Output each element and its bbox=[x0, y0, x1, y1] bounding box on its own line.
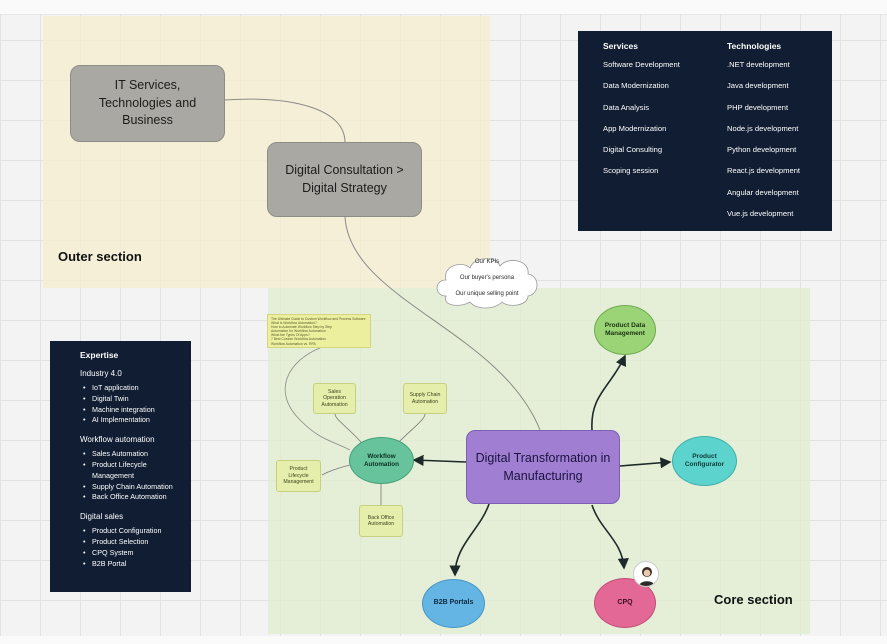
expertise-group-title: Workflow automation bbox=[80, 435, 155, 445]
services-panel[interactable]: Services Software Development Data Moder… bbox=[578, 31, 832, 231]
document-note-line: What Are Types Of Apps? bbox=[271, 333, 310, 338]
technologies-item: Angular development bbox=[727, 187, 799, 197]
expertise-item: Digital Twin bbox=[83, 394, 181, 405]
technologies-item: .NET development bbox=[727, 60, 790, 69]
supply-chain-note[interactable]: Supply Chain Automation bbox=[403, 383, 447, 414]
expertise-group-title: Digital sales bbox=[80, 512, 124, 522]
product-lifecycle-note[interactable]: Product Lifecycle Management bbox=[276, 460, 321, 492]
document-note[interactable]: The Ultimate Guide to Custom Workflow an… bbox=[267, 314, 371, 348]
expertise-title: Expertise bbox=[80, 350, 119, 360]
expertise-group-list: IoT application Digital Twin Machine int… bbox=[80, 383, 181, 426]
expertise-group-title: Industry 4.0 bbox=[80, 369, 122, 378]
expertise-panel[interactable]: Expertise Industry 4.0 IoT application D… bbox=[50, 341, 191, 592]
it-services-box[interactable]: IT Services, Technologies and Business bbox=[70, 65, 225, 142]
technologies-item: PHP development bbox=[727, 102, 789, 112]
technologies-item: Node.js development bbox=[727, 123, 799, 133]
services-item: Data Modernization bbox=[603, 81, 669, 91]
product-data-node[interactable]: Product Data Management bbox=[594, 305, 656, 355]
technologies-item: Vue.js development bbox=[727, 209, 794, 219]
product-configurator-node[interactable]: Product Configurator bbox=[672, 436, 737, 486]
expertise-item: Product Lifecycle Management bbox=[83, 460, 181, 482]
thought-cloud-icon[interactable] bbox=[432, 250, 542, 312]
expertise-item: CPQ System bbox=[83, 548, 181, 559]
services-title: Services bbox=[603, 41, 638, 51]
services-item: Scoping session bbox=[603, 166, 659, 176]
technologies-item: React.js development bbox=[727, 166, 801, 176]
services-item: Software Development bbox=[603, 60, 680, 69]
technologies-item: Python development bbox=[727, 145, 797, 155]
workflow-node[interactable]: Workflow Automation bbox=[349, 437, 414, 484]
expertise-group-list: Sales Automation Product Lifecycle Manag… bbox=[80, 449, 181, 503]
technologies-item: Java development bbox=[727, 81, 789, 91]
expertise-item: Product Selection bbox=[83, 537, 181, 548]
cloud-line: Our unique selling point bbox=[455, 291, 519, 297]
services-item: App Modernization bbox=[603, 123, 667, 133]
digital-consultation-box[interactable]: Digital Consultation > Digital Strategy bbox=[267, 142, 422, 217]
b2b-portals-node[interactable]: B2B Portals bbox=[422, 579, 485, 628]
expertise-item: B2B Portal bbox=[83, 559, 181, 570]
outer-section-label: Outer section bbox=[58, 249, 142, 264]
document-note-line: Workflow Automation vs. RPA bbox=[271, 341, 316, 346]
back-office-note[interactable]: Back Office Automation bbox=[359, 505, 403, 537]
document-note-line: 7 Best Custom Workflow Automation bbox=[271, 337, 326, 342]
canvas-top-frame bbox=[0, 0, 887, 15]
expertise-item: Sales Automation bbox=[83, 449, 181, 460]
expertise-group-list: Product Configuration Product Selection … bbox=[80, 526, 181, 569]
expertise-item: Back Office Automation bbox=[83, 492, 181, 503]
technologies-title: Technologies bbox=[727, 41, 782, 51]
expertise-item: Machine integration bbox=[83, 405, 181, 416]
canvas-bottom-frame bbox=[0, 636, 887, 644]
sales-operation-note[interactable]: Sales Operation Automation bbox=[313, 383, 356, 414]
services-column: Services Software Development Data Moder… bbox=[603, 41, 680, 189]
cloud-line: Our buyer's persona bbox=[459, 275, 515, 281]
document-note-line: What is Workflow Automation? bbox=[271, 321, 317, 326]
document-note-line: The Ultimate Guide to Custom Workflow an… bbox=[271, 317, 366, 321]
expertise-item: AI Implementation bbox=[83, 415, 181, 426]
document-note-line: Automation for Workflow Automation bbox=[271, 329, 326, 334]
user-avatar-icon[interactable] bbox=[633, 561, 659, 587]
technologies-column: Technologies .NET development Java devel… bbox=[727, 41, 800, 231]
core-section-label: Core section bbox=[714, 592, 793, 607]
services-item: Digital Consulting bbox=[603, 145, 663, 155]
expertise-item: Supply Chain Automation bbox=[83, 482, 181, 493]
services-item: Data Analysis bbox=[603, 102, 650, 112]
document-note-line: How to Automate Workflow Step by Step bbox=[271, 325, 332, 330]
cloud-line: Our KPIs bbox=[474, 259, 500, 265]
center-node[interactable]: Digital Transformation in Manufacturing bbox=[466, 430, 620, 504]
expertise-item: Product Configuration bbox=[83, 526, 181, 537]
expertise-item: IoT application bbox=[83, 383, 181, 394]
